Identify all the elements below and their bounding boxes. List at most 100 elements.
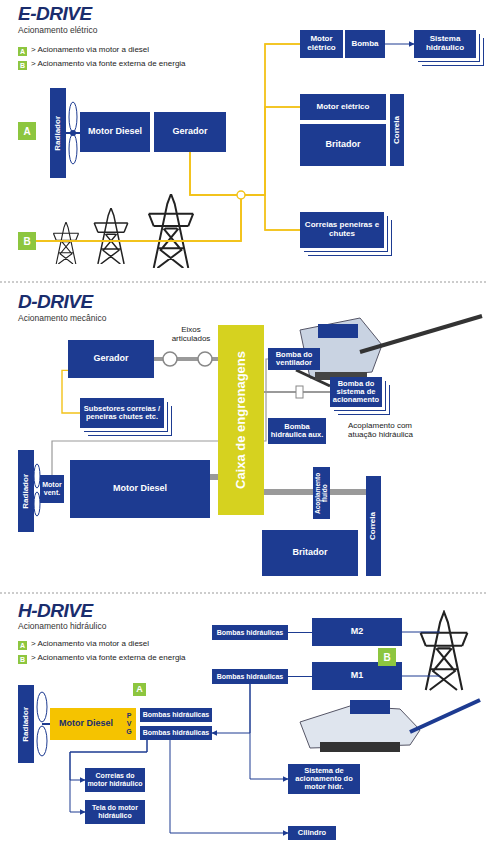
box-text: Bombas hidráulicas — [217, 673, 284, 681]
section-divider — [0, 593, 487, 594]
process-box: Bomba hidráulica aux. — [268, 418, 326, 444]
process-box: Bombas hidráulicas — [140, 708, 212, 722]
pylon-symbol — [149, 194, 193, 268]
process-box: B — [18, 655, 27, 664]
box-text: Correia — [393, 116, 402, 144]
process-box: Bomba do ventilador — [268, 348, 320, 370]
box-text: M1 — [351, 671, 364, 681]
process-box: Bombas hidráulicas — [140, 726, 212, 740]
box-text: A — [20, 48, 25, 56]
box-text: Correias peneiras e chutes — [301, 221, 383, 239]
process-box: Motor elétrico — [300, 30, 343, 58]
coupling-symbol — [296, 386, 303, 398]
box-text: Motor Diesel — [113, 484, 167, 494]
process-box: Cilindro — [288, 826, 336, 840]
machine-hopper — [350, 700, 390, 714]
fan-blade — [69, 134, 77, 164]
connector-line — [264, 391, 330, 393]
box-text: Sistema hidráulico — [415, 35, 475, 53]
box-text: Gerador — [93, 354, 128, 364]
box-text: Motor elétrico — [301, 35, 342, 53]
box-text: Correia — [369, 512, 378, 540]
note-label: > Acionamento via fonte externa de energ… — [31, 653, 251, 662]
box-text: Tela do motor hidráulico — [86, 804, 144, 819]
note-label: > Acionamento via motor a diesel — [31, 639, 231, 648]
box-text: B — [20, 62, 25, 70]
process-box: Bombas hidráulicas — [212, 669, 288, 684]
process-box: Tela do motor hidráulico — [85, 800, 145, 824]
process-box: Correia — [366, 476, 381, 576]
process-box: B — [18, 61, 27, 70]
process-box: Bomba — [345, 30, 385, 58]
box-text: Bombas hidráulicas — [143, 729, 210, 737]
connector-line — [250, 684, 288, 779]
process-box: P V G — [122, 708, 136, 740]
box-text: Motor Diesel — [88, 127, 142, 137]
section-heading: D-DRIVE — [18, 291, 138, 313]
note-label: Acionamento mecânico — [18, 314, 168, 324]
box-text: Radiador — [22, 707, 31, 742]
box-text: A — [23, 126, 30, 137]
junction-circle — [237, 191, 245, 199]
process-box: Bombas hidráulicas — [212, 625, 288, 640]
process-box: Sistema de acionamento do motor hidr. — [288, 764, 360, 794]
connector-line — [36, 195, 300, 241]
box-text: Bomba do ventilador — [269, 351, 319, 368]
process-box: Sistema hidráulico — [414, 30, 476, 58]
box-text: Sistema de acionamento do motor hidr. — [289, 767, 359, 792]
connector-line — [330, 489, 366, 495]
note-label: > Acionamento via fonte externa de energ… — [31, 59, 251, 68]
process-box: Acoplamento fluido — [313, 467, 330, 519]
pylon-symbol — [421, 612, 468, 690]
process-box: Bomba do sistema de acionamento — [330, 377, 382, 407]
joint-symbol — [163, 352, 177, 366]
box-text: B — [383, 652, 390, 663]
process-box: Britador — [300, 124, 386, 166]
process-box: B — [378, 648, 396, 666]
box-text: Correias do motor hidráulico — [86, 772, 144, 787]
box-text: Motor vent. — [41, 481, 63, 496]
fan-blade — [37, 726, 47, 756]
box-text: Cilindro — [298, 829, 326, 837]
process-box: Motor Diesel — [80, 112, 150, 152]
process-box: Correias peneiras e chutes — [300, 212, 384, 248]
process-box: A — [18, 47, 27, 56]
machine-illustration — [300, 700, 480, 752]
box-text: Motor Diesel — [59, 719, 113, 729]
process-box: Radiador — [18, 685, 34, 763]
machine-tracks — [320, 742, 400, 752]
box-text: Radiador — [54, 116, 63, 151]
box-text: M2 — [351, 627, 364, 637]
process-box: M2 — [312, 618, 402, 646]
connector-line — [36, 44, 300, 241]
connector-line — [36, 107, 300, 241]
process-box: Gerador — [68, 340, 154, 378]
note-label: Acionamento hidráulico — [18, 622, 168, 632]
connector-line — [264, 489, 313, 495]
box-text: Bomba hidráulica aux. — [269, 423, 325, 440]
fan-hub — [70, 130, 76, 136]
fan-blade — [69, 102, 77, 132]
box-text: Britador — [325, 140, 360, 150]
machine-conveyor — [360, 316, 482, 352]
note-label: Eixos articulados — [168, 325, 214, 343]
machine-illustration — [296, 316, 482, 386]
connector-line — [210, 474, 218, 480]
pylon-symbol — [94, 208, 128, 264]
box-text: Gerador — [172, 127, 207, 137]
connector-line — [385, 44, 414, 45]
process-box: Correia — [390, 94, 404, 166]
process-box: Subsetores correias / peneiras chutes et… — [80, 398, 164, 428]
pylon-symbol — [53, 222, 78, 264]
process-box: Motor Diesel — [70, 460, 210, 518]
note-label: > Acionamento via motor a diesel — [31, 45, 231, 54]
connector-line — [170, 740, 288, 833]
box-text: Bombas hidráulicas — [217, 629, 284, 637]
box-text: Britador — [292, 548, 327, 558]
box-text: B — [20, 656, 25, 664]
process-box: Gerador — [154, 112, 226, 152]
box-text: Acoplamento fluido — [314, 468, 328, 518]
process-box: B — [18, 232, 36, 250]
fan-shaft — [42, 723, 50, 725]
